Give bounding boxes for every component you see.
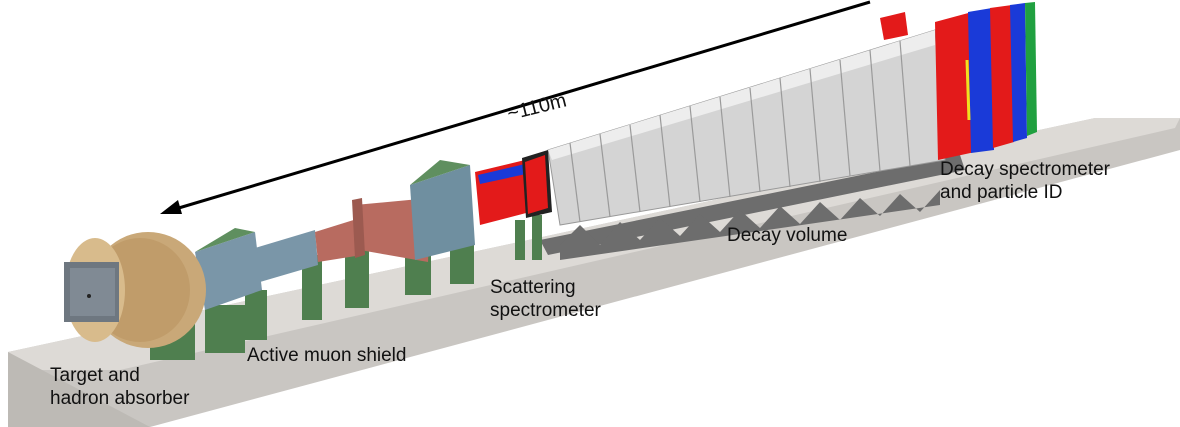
muon-shield-first-magnet — [150, 228, 267, 360]
label-decay-volume: Decay volume — [727, 225, 848, 246]
support-struts — [540, 155, 965, 260]
label-scattering-spectrometer: Scattering spectrometer — [490, 277, 601, 321]
hadron-absorber — [64, 232, 206, 348]
muon-shield — [255, 160, 475, 320]
decay-spectrometer — [880, 2, 1037, 160]
dimension-arrow — [160, 0, 871, 214]
label-decay-spectrometer: Decay spectrometer and particle ID — [940, 159, 1111, 203]
label-target-absorber: Target and hadron absorber — [50, 365, 190, 409]
scattering-spectrometer — [475, 150, 552, 260]
decay-vessel — [547, 29, 946, 226]
label-muon-shield: Active muon shield — [247, 345, 407, 366]
